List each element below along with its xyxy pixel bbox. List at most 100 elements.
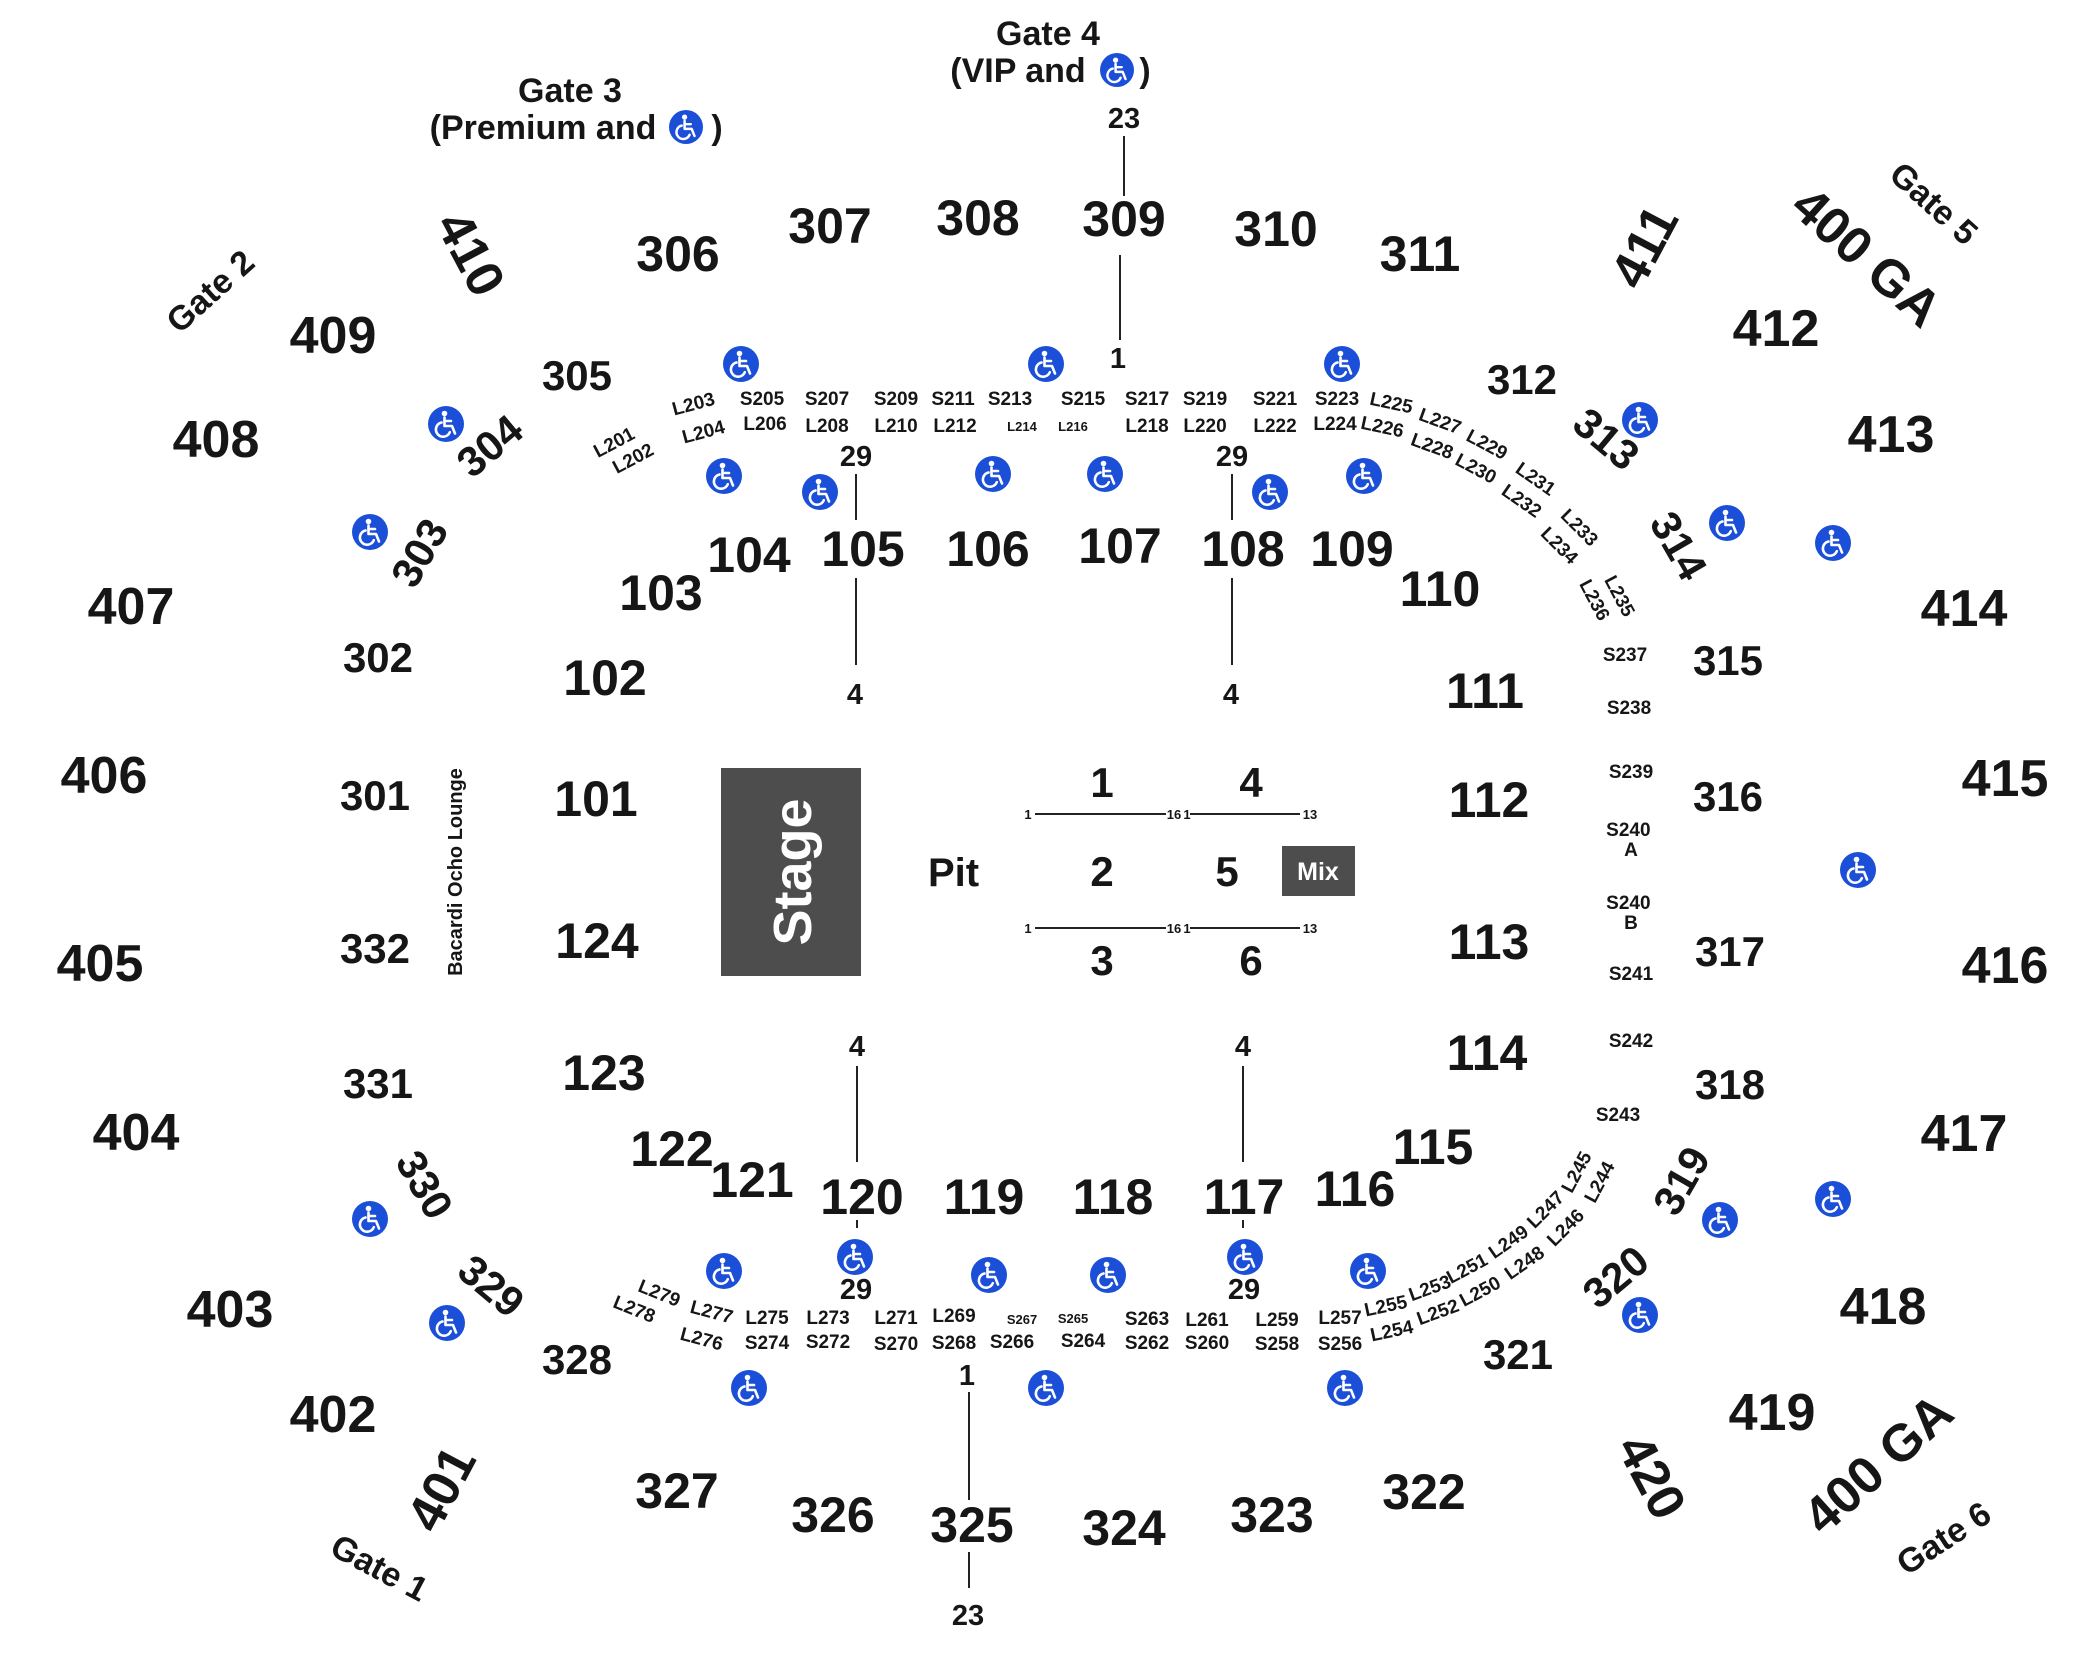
section-305[interactable]: 305	[542, 352, 612, 399]
section-112[interactable]: 112	[1449, 772, 1530, 828]
section-328[interactable]: 328	[542, 1336, 612, 1383]
section-113[interactable]: 113	[1449, 914, 1530, 970]
section-119[interactable]: 119	[944, 1169, 1025, 1225]
wheelchair-icon[interactable]	[975, 456, 1011, 492]
section-l269[interactable]: L269	[932, 1306, 975, 1327]
section-s240a[interactable]: S240 A	[1606, 820, 1656, 861]
section-114[interactable]: 114	[1447, 1025, 1528, 1081]
section-123[interactable]: 123	[562, 1045, 645, 1101]
section-l214[interactable]: L214	[1007, 419, 1037, 434]
wheelchair-icon[interactable]	[1702, 1202, 1738, 1238]
section-s264[interactable]: S264	[1061, 1331, 1106, 1352]
wheelchair-icon[interactable]	[731, 1370, 767, 1406]
wheelchair-icon[interactable]	[1324, 346, 1360, 382]
section-s219[interactable]: S219	[1183, 389, 1227, 410]
wheelchair-icon[interactable]	[723, 346, 759, 382]
section-105[interactable]: 105	[821, 521, 904, 577]
section-101[interactable]: 101	[554, 771, 637, 827]
section-s242[interactable]: S242	[1609, 1031, 1653, 1052]
section-419[interactable]: 419	[1729, 1384, 1816, 1442]
wheelchair-icon[interactable]	[1090, 1257, 1126, 1293]
floor-section-6[interactable]: 6	[1239, 937, 1262, 984]
wheelchair-icon[interactable]	[352, 514, 388, 550]
section-l212[interactable]: L212	[933, 416, 976, 437]
section-s213[interactable]: S213	[988, 389, 1032, 410]
section-416[interactable]: 416	[1962, 937, 2049, 995]
section-s215[interactable]: S215	[1061, 389, 1106, 410]
section-317[interactable]: 317	[1695, 928, 1765, 975]
section-409[interactable]: 409	[290, 307, 377, 365]
section-s263[interactable]: S263	[1125, 1309, 1169, 1330]
section-l275[interactable]: L275	[745, 1308, 789, 1329]
section-l210[interactable]: L210	[874, 416, 917, 437]
section-413[interactable]: 413	[1848, 406, 1935, 464]
section-417[interactable]: 417	[1921, 1105, 2008, 1163]
section-118[interactable]: 118	[1073, 1169, 1154, 1225]
section-406[interactable]: 406	[61, 747, 148, 805]
section-l224[interactable]: L224	[1313, 414, 1357, 435]
section-l216[interactable]: L216	[1058, 419, 1088, 434]
section-326[interactable]: 326	[791, 1487, 874, 1543]
section-414[interactable]: 414	[1921, 580, 2008, 638]
section-303[interactable]: 303	[382, 511, 458, 595]
section-l203[interactable]: L203	[670, 389, 717, 420]
section-301[interactable]: 301	[340, 772, 410, 819]
section-332[interactable]: 332	[340, 925, 410, 972]
section-s207[interactable]: S207	[805, 389, 849, 410]
section-l208[interactable]: L208	[805, 416, 848, 437]
section-102[interactable]: 102	[563, 650, 646, 706]
section-l255[interactable]: L255	[1362, 1292, 1409, 1322]
section-l261[interactable]: L261	[1185, 1310, 1229, 1331]
section-l206[interactable]: L206	[743, 414, 786, 435]
section-103[interactable]: 103	[619, 565, 702, 621]
section-l226[interactable]: L226	[1359, 413, 1406, 443]
wheelchair-icon[interactable]	[1815, 525, 1851, 561]
section-312[interactable]: 312	[1487, 356, 1557, 403]
wheelchair-icon[interactable]	[1350, 1253, 1386, 1289]
section-l222[interactable]: L222	[1253, 416, 1296, 437]
section-s241[interactable]: S241	[1609, 964, 1654, 985]
section-l257[interactable]: L257	[1318, 1308, 1361, 1329]
section-s266[interactable]: S266	[990, 1332, 1034, 1353]
section-104[interactable]: 104	[707, 527, 791, 583]
floor-section-4[interactable]: 4	[1239, 759, 1263, 806]
section-l218[interactable]: L218	[1125, 416, 1168, 437]
section-111[interactable]: 111	[1446, 663, 1524, 719]
section-s262[interactable]: S262	[1125, 1333, 1169, 1354]
section-116[interactable]: 116	[1315, 1161, 1396, 1217]
section-120[interactable]: 120	[820, 1169, 903, 1225]
floor-section-5[interactable]: 5	[1215, 848, 1238, 895]
section-325[interactable]: 325	[930, 1497, 1013, 1553]
section-322[interactable]: 322	[1382, 1464, 1465, 1520]
section-314[interactable]: 314	[1641, 504, 1717, 589]
floor-section-1[interactable]: 1	[1090, 759, 1113, 806]
wheelchair-icon[interactable]	[1346, 458, 1382, 494]
bacardi-ocho-lounge[interactable]: Bacardi Ocho Lounge	[445, 768, 467, 976]
wheelchair-icon[interactable]	[429, 1305, 465, 1341]
section-s240b[interactable]: S240 B	[1606, 893, 1656, 934]
section-l259[interactable]: L259	[1255, 1310, 1298, 1331]
section-109[interactable]: 109	[1310, 521, 1393, 577]
section-s211[interactable]: S211	[931, 389, 975, 410]
section-s274[interactable]: S274	[745, 1333, 790, 1354]
section-412[interactable]: 412	[1733, 300, 1820, 358]
section-115[interactable]: 115	[1393, 1119, 1474, 1175]
section-316[interactable]: 316	[1693, 773, 1763, 820]
wheelchair-icon[interactable]	[428, 406, 464, 442]
section-404[interactable]: 404	[93, 1104, 180, 1162]
section-s272[interactable]: S272	[806, 1332, 850, 1353]
section-s267[interactable]: S267	[1007, 1312, 1037, 1327]
section-108[interactable]: 108	[1201, 521, 1284, 577]
wheelchair-icon[interactable]	[1815, 1181, 1851, 1217]
section-117[interactable]: 117	[1204, 1169, 1285, 1225]
wheelchair-icon[interactable]	[1227, 1239, 1263, 1275]
section-315[interactable]: 315	[1693, 637, 1763, 684]
section-l254[interactable]: L254	[1368, 1317, 1415, 1347]
section-s209[interactable]: S209	[874, 389, 918, 410]
section-318[interactable]: 318	[1695, 1061, 1765, 1108]
section-420[interactable]: 420	[1605, 1425, 1697, 1529]
section-s268[interactable]: S268	[932, 1333, 976, 1354]
wheelchair-icon[interactable]	[1622, 402, 1658, 438]
section-121[interactable]: 121	[710, 1152, 793, 1208]
section-324[interactable]: 324	[1082, 1500, 1166, 1556]
